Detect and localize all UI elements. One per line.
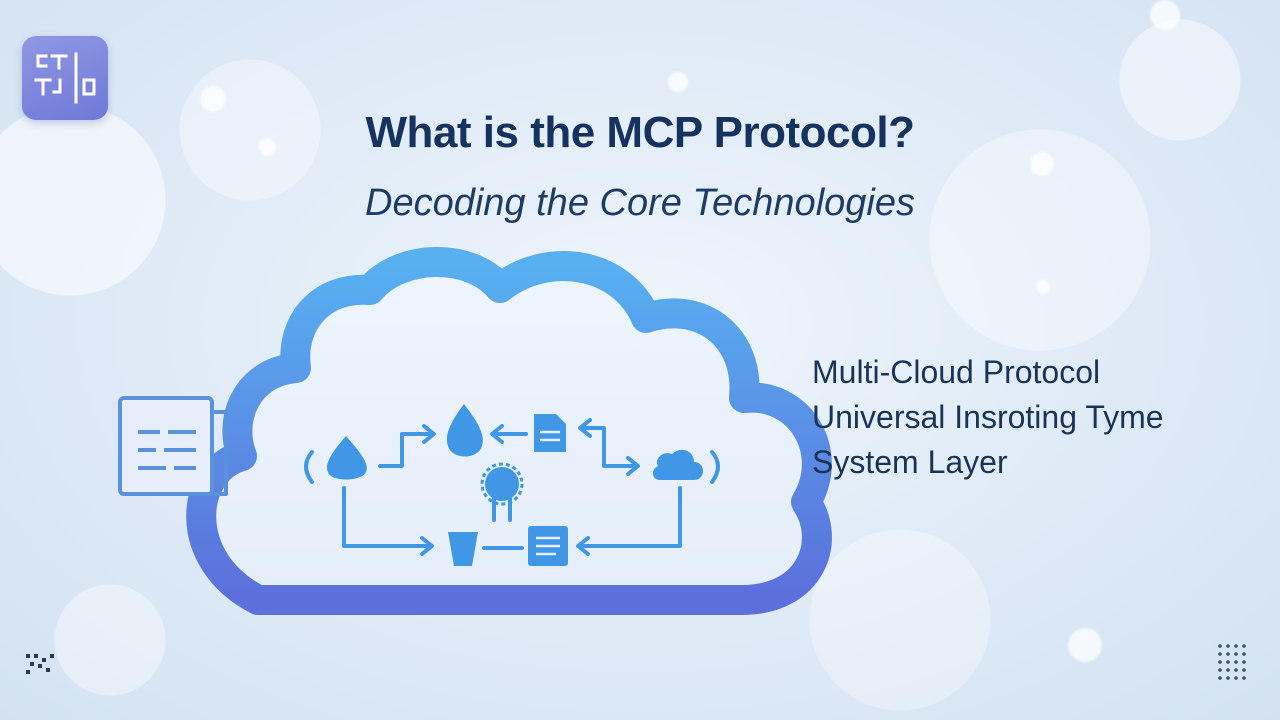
- water-drop-icon: [446, 404, 483, 457]
- bokeh-light: [668, 72, 688, 92]
- bokeh-light: [200, 86, 226, 112]
- term-line: System Layer: [812, 444, 1008, 480]
- award-badge-icon: [480, 462, 524, 506]
- bokeh-light: [258, 138, 276, 156]
- cloud-icon: [652, 449, 703, 480]
- water-drop-icon: [326, 436, 367, 480]
- list-document-icon: [528, 526, 568, 566]
- document-stack-icon: [118, 396, 228, 496]
- slide-subtitle: Decoding the Core Technologies: [365, 182, 915, 224]
- cup-icon: [448, 532, 478, 566]
- bokeh-light: [1150, 0, 1180, 30]
- term-line: Multi-Cloud Protocol: [812, 354, 1101, 390]
- file-icon: [534, 414, 566, 452]
- bokeh-light: [1068, 628, 1102, 662]
- term-line: Universal Insroting Tyme: [812, 399, 1164, 435]
- protocol-terms: Multi-Cloud Protocol Universal Insroting…: [812, 350, 1252, 485]
- cloud-outline: [186, 247, 832, 615]
- dot-grid-icon: [1218, 644, 1246, 680]
- bokeh-light: [1030, 152, 1054, 176]
- bokeh-light: [1036, 280, 1050, 294]
- slide-title: What is the MCP Protocol?: [365, 108, 915, 157]
- dot-pattern-icon: [26, 654, 54, 674]
- brand-logo: [22, 36, 108, 120]
